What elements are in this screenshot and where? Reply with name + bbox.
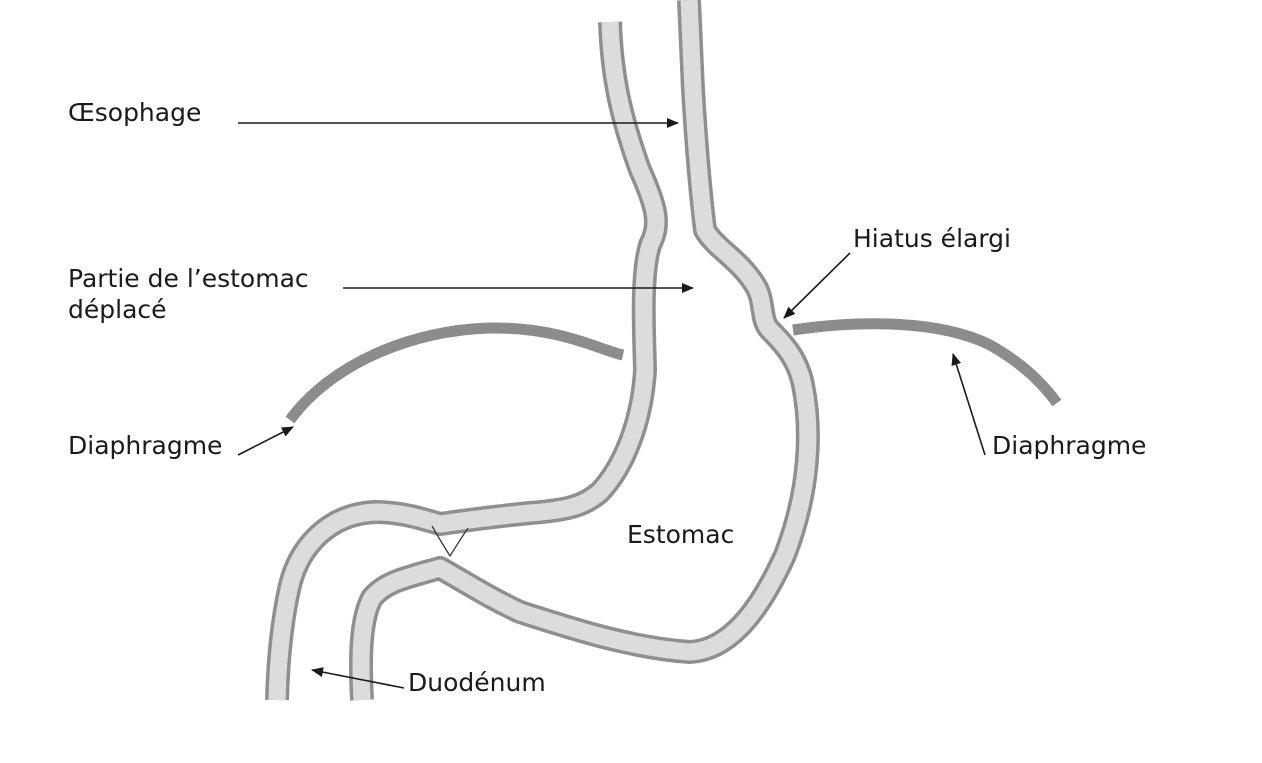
diaphragm-right-label: Diaphragme: [992, 431, 1147, 460]
diaphragm-left-shape: [285, 322, 625, 424]
hiatus-label: Hiatus élargi: [853, 224, 1011, 253]
duodenum-arrow: [311, 667, 405, 689]
oesophagus-label: Œsophage: [68, 98, 202, 127]
diaphragm-left-arrow: [237, 426, 294, 456]
duodenum-label: Duodénum: [408, 668, 546, 697]
diaphragm-left-label: Diaphragme: [68, 431, 223, 460]
pylorus-edge: [431, 525, 469, 557]
stomach-label: Estomac: [627, 520, 735, 549]
outer-tract-wall: [265, 21, 668, 701]
displaced-stomach-label: Partie de l’estomac déplacé: [68, 264, 309, 324]
diaphragm-right-arrow: [951, 353, 986, 456]
hiatus-arrow: [783, 252, 851, 319]
diaphragm-right-shape: [792, 318, 1062, 407]
inner-tract-wall: [349, 0, 820, 701]
